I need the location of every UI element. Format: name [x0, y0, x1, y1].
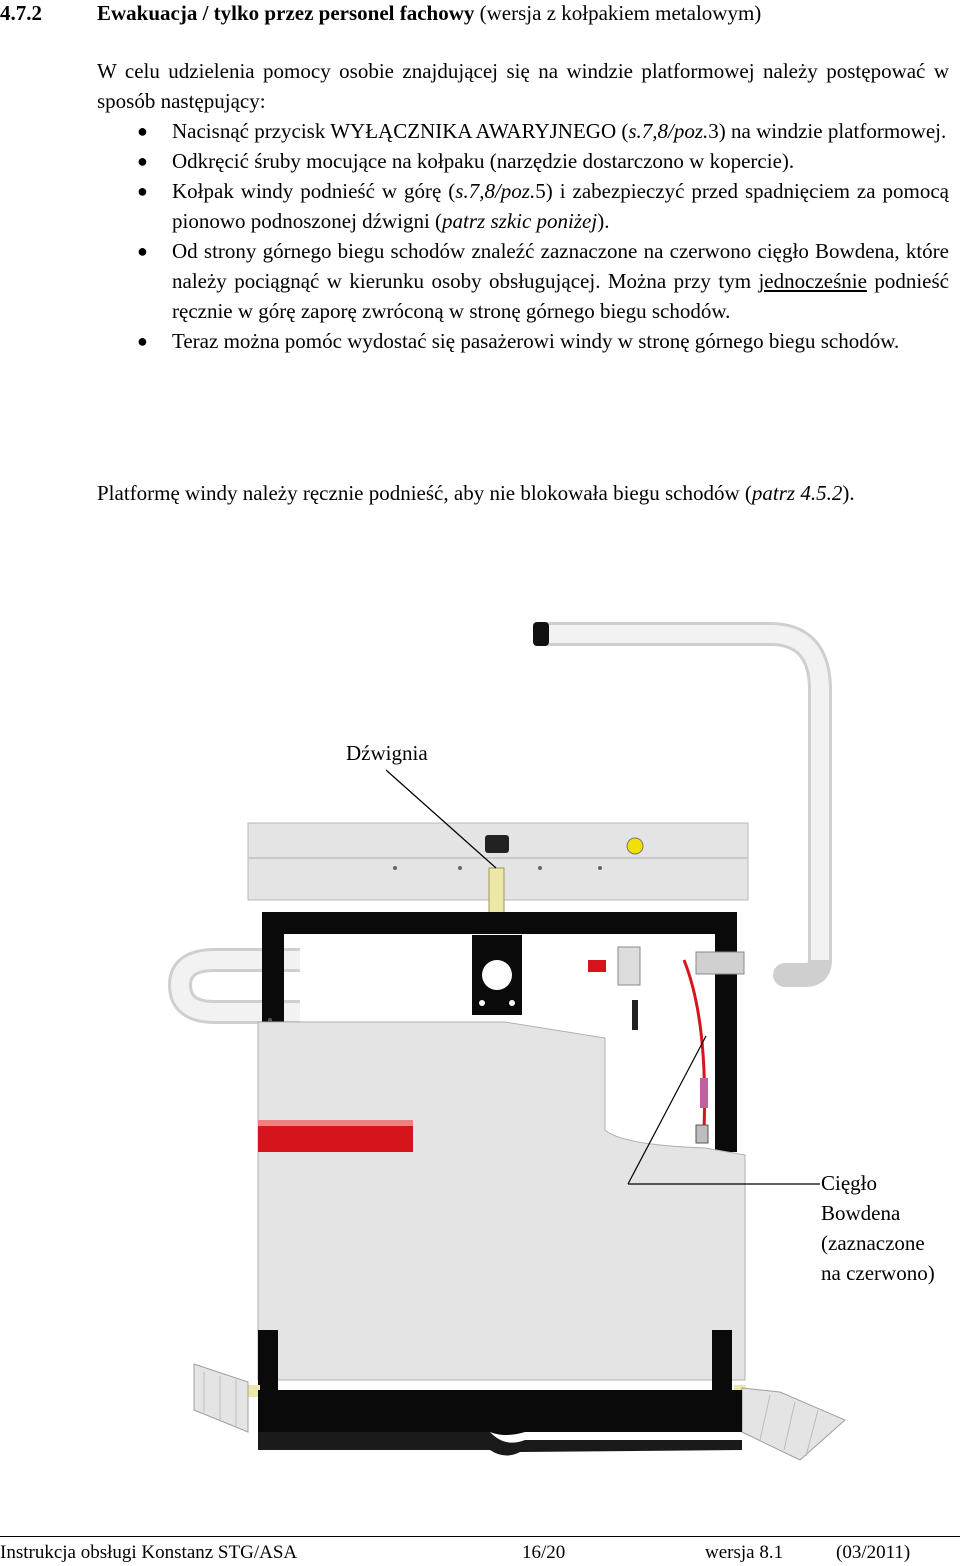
- list-item: ●Nacisnąć przycisk WYŁĄCZNIKA AWARYJNEGO…: [97, 116, 949, 146]
- bullet-icon: ●: [137, 121, 148, 141]
- section-title-bold: Ewakuacja / tylko przez personel fachowy: [97, 1, 475, 25]
- footer-page-number: 16/20: [522, 1542, 566, 1563]
- section-number: 4.7.2: [0, 1, 42, 25]
- intro-paragraph: W celu udzielenia pomocy osobie znajdują…: [97, 59, 949, 113]
- list-item: ●Kołpak windy podnieść w górę (s.7,8/poz…: [97, 176, 949, 236]
- list-item: ●Odkręcić śruby mocujące na kołpaku (nar…: [97, 146, 949, 176]
- bowden-cable-label: Cięgło Bowdena (zaznaczone na czerwono): [821, 1171, 935, 1285]
- platform-lift-illustration: [167, 622, 846, 1461]
- list-item: ●Teraz można pomóc wydostać się pasażero…: [97, 326, 949, 356]
- section-heading: 4.7.2 Ewakuacja / tylko przez personel f…: [0, 0, 960, 30]
- page-footer: Instrukcja obsługi Konstanz STG/ASA 16/2…: [0, 1536, 960, 1564]
- section-title: Ewakuacja / tylko przez personel fachowy…: [97, 0, 761, 26]
- bullet-icon: ●: [137, 181, 148, 201]
- footer-version: wersja 8.1: [705, 1542, 784, 1563]
- procedure-list: ●Nacisnąć przycisk WYŁĄCZNIKA AWARYJNEGO…: [97, 116, 949, 356]
- lever-label: Dźwignia: [346, 741, 428, 765]
- bullet-icon: ●: [137, 331, 148, 351]
- footer-title: Instrukcja obsługi Konstanz STG/ASA: [0, 1542, 298, 1563]
- bullet-icon: ●: [137, 241, 148, 261]
- bullet-icon: ●: [137, 151, 148, 171]
- section-title-normal: (wersja z kołpakiem metalowym): [474, 1, 762, 25]
- outro-paragraph: Platformę windy należy ręcznie podnieść,…: [97, 481, 855, 505]
- list-item: ●Od strony górnego biegu schodów znaleźć…: [97, 236, 949, 326]
- footer-date: (03/2011): [836, 1542, 911, 1563]
